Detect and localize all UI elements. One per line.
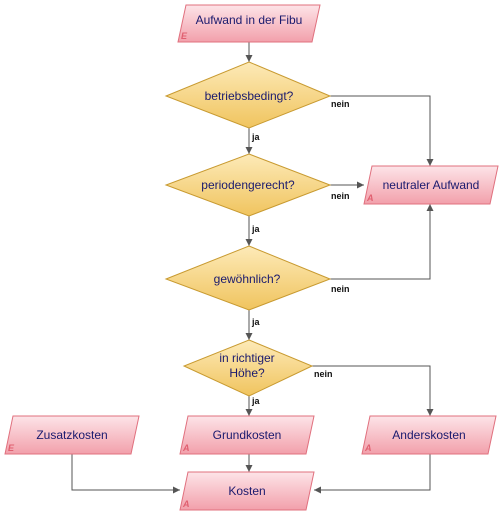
edge-label-no: nein	[331, 284, 350, 294]
node-tag: A	[364, 443, 372, 453]
edge-label-yes: ja	[251, 396, 261, 406]
edge-hoehe-no	[310, 365, 434, 416]
edge-label-yes: ja	[251, 317, 261, 327]
node-label: Aufwand in der Fibu	[196, 13, 303, 27]
node-tag: A	[182, 443, 190, 453]
decision-label-line1: in richtiger	[219, 351, 274, 365]
node-grundkosten: Grundkosten A	[179, 415, 315, 455]
edge-label-no: nein	[314, 369, 333, 379]
edge-zusatzkosten-to-kosten	[71, 454, 180, 494]
decision-periodengerecht: periodengerecht?	[164, 153, 332, 217]
node-tag: A	[366, 193, 374, 203]
decision-label: gewöhnlich?	[214, 272, 281, 286]
edge-betriebsbedingt-no	[330, 95, 434, 166]
edge-label-no: nein	[331, 99, 350, 109]
node-kosten: Kosten A	[179, 471, 315, 511]
node-tag: E	[8, 443, 15, 453]
decision-betriebsbedingt: betriebsbedingt?	[164, 61, 332, 129]
edge-label-no: nein	[331, 191, 350, 201]
node-anderskosten: Anderskosten A	[361, 415, 497, 455]
edge-label-yes: ja	[251, 132, 261, 142]
edge-label-yes: ja	[251, 224, 261, 234]
node-label: Anderskosten	[392, 428, 465, 442]
node-zusatzkosten: Zusatzkosten E	[4, 415, 140, 455]
decision-gewoehnlich: gewöhnlich?	[164, 245, 332, 311]
edge-gewoehnlich-no	[330, 204, 434, 280]
node-tag: E	[181, 31, 188, 41]
node-label: Grundkosten	[213, 428, 282, 442]
decision-label-line2: Höhe?	[229, 366, 265, 380]
decision-richtige-hoehe: in richtiger Höhe?	[182, 339, 314, 397]
decision-label: betriebsbedingt?	[205, 89, 294, 103]
node-label: neutraler Aufwand	[383, 178, 480, 192]
node-label: Zusatzkosten	[36, 428, 107, 442]
edge-anderskosten-to-kosten	[314, 454, 431, 494]
node-label: Kosten	[228, 484, 265, 498]
decision-label: periodengerecht?	[201, 178, 295, 192]
node-neutraler-aufwand: neutraler Aufwand A	[363, 165, 499, 205]
node-aufwand-in-der-fibu: Aufwand in der Fibu E	[177, 4, 321, 43]
node-tag: A	[182, 499, 190, 509]
